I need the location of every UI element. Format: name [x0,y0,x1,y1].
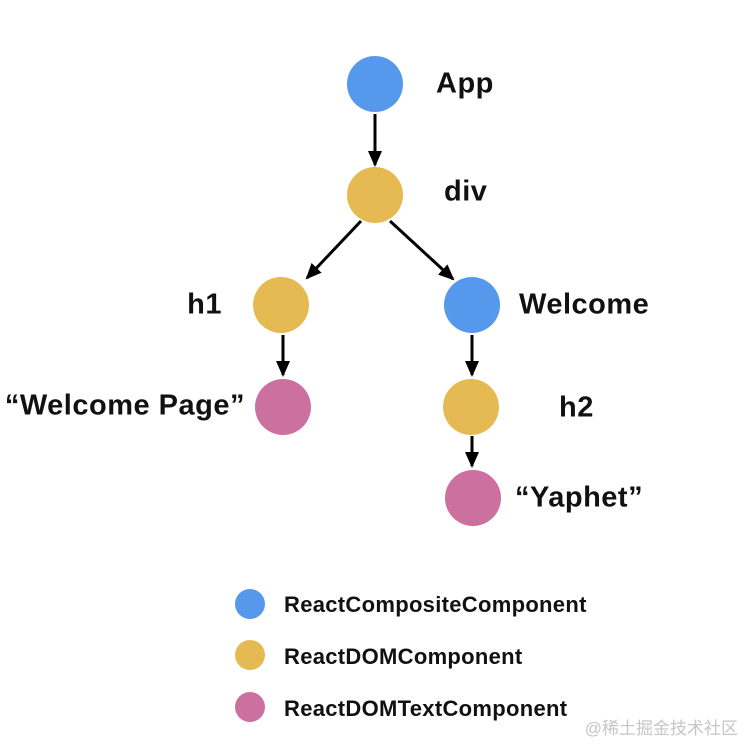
node-div-label: div [444,175,488,208]
node-h2-circle [443,379,499,435]
watermark: @稀土掘金技术社区 [584,719,738,738]
node-welcome-label: Welcome [519,288,650,321]
node-h2-label: h2 [559,391,594,424]
node-yaphet-label: “Yaphet” [515,481,644,514]
node-app-label: App [436,67,494,100]
node-h1-circle [253,277,309,333]
legend-label-composite: ReactCompositeComponent [284,592,587,617]
legend-label-dom: ReactDOMComponent [284,644,523,669]
legend-dot-text [235,692,265,722]
legend-dot-composite [235,589,265,619]
node-welcome-page-circle [255,379,311,435]
node-welcome-circle [444,277,500,333]
legend-dot-dom [235,640,265,670]
arrow-div-to-welcome [388,219,455,281]
node-app-circle [347,56,403,112]
node-div-circle [347,167,403,223]
arrow-div-to-h1 [305,219,363,280]
node-yaphet-circle [445,470,501,526]
legend-label-text: ReactDOMTextComponent [284,696,568,721]
node-welcome-page-label: “Welcome Page” [4,389,245,422]
node-h1-label: h1 [187,288,222,321]
